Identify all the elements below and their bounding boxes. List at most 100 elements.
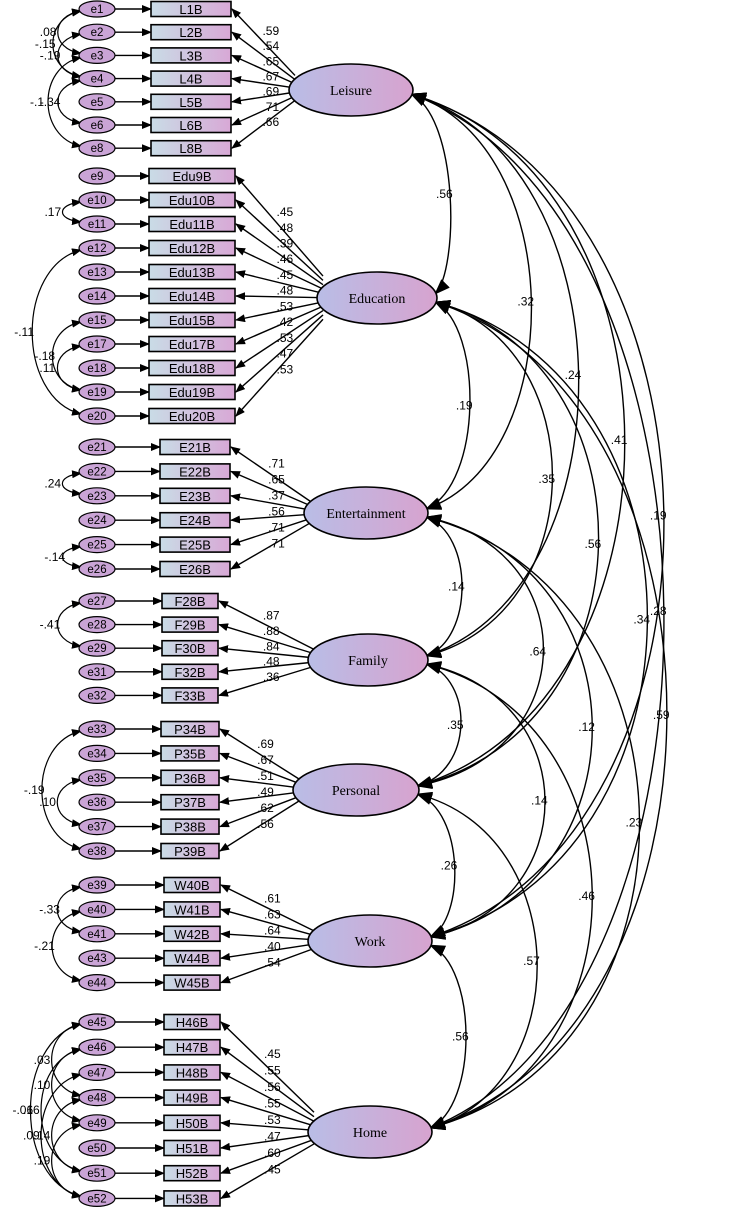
error-ellipse: [78, 639, 116, 657]
loading-label: .64: [264, 923, 281, 937]
loading-path: [218, 665, 315, 697]
loading-path: [230, 518, 311, 546]
loading-path: [220, 1046, 315, 1118]
indicator-label: Edu9B: [172, 169, 211, 184]
indicator-label: Edu20B: [169, 409, 215, 424]
loading-label: .53: [277, 299, 294, 313]
error-ellipse: [78, 663, 116, 681]
error-ellipse: [78, 949, 116, 967]
error-covariance-label: -.14: [44, 550, 65, 564]
loading-path: [235, 223, 324, 286]
indicator-label: Edu12B: [169, 241, 215, 256]
loading-path: [220, 1021, 315, 1113]
indicator-h50b: H50B: [163, 1114, 221, 1132]
error-covariance-label: .03: [34, 1053, 51, 1067]
indicator-h53b: H53B: [163, 1190, 221, 1207]
loading-path: [218, 645, 315, 659]
error-covariance-label: .10: [39, 795, 56, 809]
latent-ellipse: [303, 486, 429, 540]
factor-correlation-arc: [416, 514, 545, 790]
indicator-e26b: E26B: [159, 560, 231, 578]
error-ellipse: [78, 287, 116, 305]
indicator-label: W42B: [174, 927, 209, 942]
error-label: e25: [87, 540, 106, 552]
indicator-f30b: F30B: [161, 639, 219, 657]
loading-label: .53: [277, 362, 294, 376]
indicator-label: Edu11B: [169, 217, 214, 232]
indicator-f33b: F33B: [161, 687, 219, 704]
loading-label: .45: [277, 205, 294, 219]
indicator-p38b: P38B: [160, 818, 220, 835]
factor-correlation-label: .32: [517, 295, 534, 309]
indicator-e22b: E22B: [159, 463, 231, 480]
loading-path: [220, 1096, 315, 1127]
indicator-edu12b: Edu12B: [148, 239, 236, 257]
indicator-label: L2B: [179, 25, 202, 40]
error-ellipse: [78, 139, 116, 157]
indicator-box: [163, 1013, 221, 1031]
indicator-l4b: L4B: [150, 70, 232, 87]
indicator-p37b: P37B: [160, 793, 220, 811]
error-label: e9: [91, 171, 104, 183]
latent-leisure: Leisure: [288, 63, 414, 117]
error-covariance-arc: [52, 8, 82, 79]
factor-correlation-arc: [410, 92, 533, 510]
error-e9: e9: [78, 167, 116, 185]
error-covariance-label: -.06: [12, 1103, 33, 1117]
loading-label: .71: [268, 537, 285, 551]
error-ellipse: [78, 407, 116, 425]
indicator-box: [163, 1139, 221, 1157]
loading-path: [235, 175, 324, 277]
loading-path: [220, 1134, 315, 1151]
factor-correlation-label: .56: [436, 187, 453, 201]
loading-path: [235, 318, 324, 417]
error-ellipse: [78, 535, 116, 554]
factor-correlation-arc: [425, 514, 641, 1130]
error-label: e40: [87, 904, 106, 916]
indicator-e21b: E21B: [159, 438, 231, 456]
loading-label: .47: [277, 347, 294, 361]
loading-label: .42: [277, 315, 294, 329]
loading-label: .55: [264, 1063, 281, 1077]
error-covariance-label: .09: [23, 1128, 40, 1142]
indicator-box: [150, 93, 232, 111]
latent-label: Leisure: [330, 84, 372, 99]
indicator-box: [161, 663, 219, 681]
indicator-edu15b: Edu15B: [148, 311, 236, 329]
indicator-h52b: H52B: [163, 1164, 221, 1182]
error-ellipse: [78, 462, 116, 480]
indicator-h47b: H47B: [163, 1038, 221, 1056]
indicator-label: P35B: [174, 746, 206, 761]
error-covariance-arc: [57, 8, 82, 57]
error-e33: e33: [78, 720, 116, 738]
error-e48: e48: [78, 1088, 116, 1107]
indicator-box: [163, 1038, 221, 1056]
indicator-label: H51B: [176, 1141, 209, 1156]
loading-label: .45: [277, 268, 294, 282]
error-label: e35: [87, 773, 106, 785]
indicator-box: [163, 974, 221, 991]
latent-family: Family: [307, 633, 429, 687]
error-ellipse: [78, 560, 116, 578]
error-e27: e27: [78, 592, 116, 610]
indicator-l3b: L3B: [150, 47, 232, 64]
error-ellipse: [78, 1164, 116, 1182]
indicator-label: H48B: [176, 1065, 209, 1080]
error-e28: e28: [78, 615, 116, 634]
loading-path: [230, 522, 311, 570]
indicator-label: W45B: [174, 976, 209, 991]
loading-label: .49: [257, 785, 274, 799]
indicator-edu19b: Edu19B: [148, 383, 236, 401]
indicator-h48b: H48B: [163, 1064, 221, 1081]
error-label: e11: [88, 219, 106, 231]
error-ellipse: [78, 311, 116, 329]
factor-correlation-label: .14: [531, 794, 548, 808]
loading-label: .54: [262, 39, 279, 53]
loading-path: [219, 774, 300, 789]
indicator-p39b: P39B: [160, 842, 220, 860]
error-e46: e46: [78, 1038, 116, 1056]
error-covariance-label: .19: [34, 1154, 51, 1168]
